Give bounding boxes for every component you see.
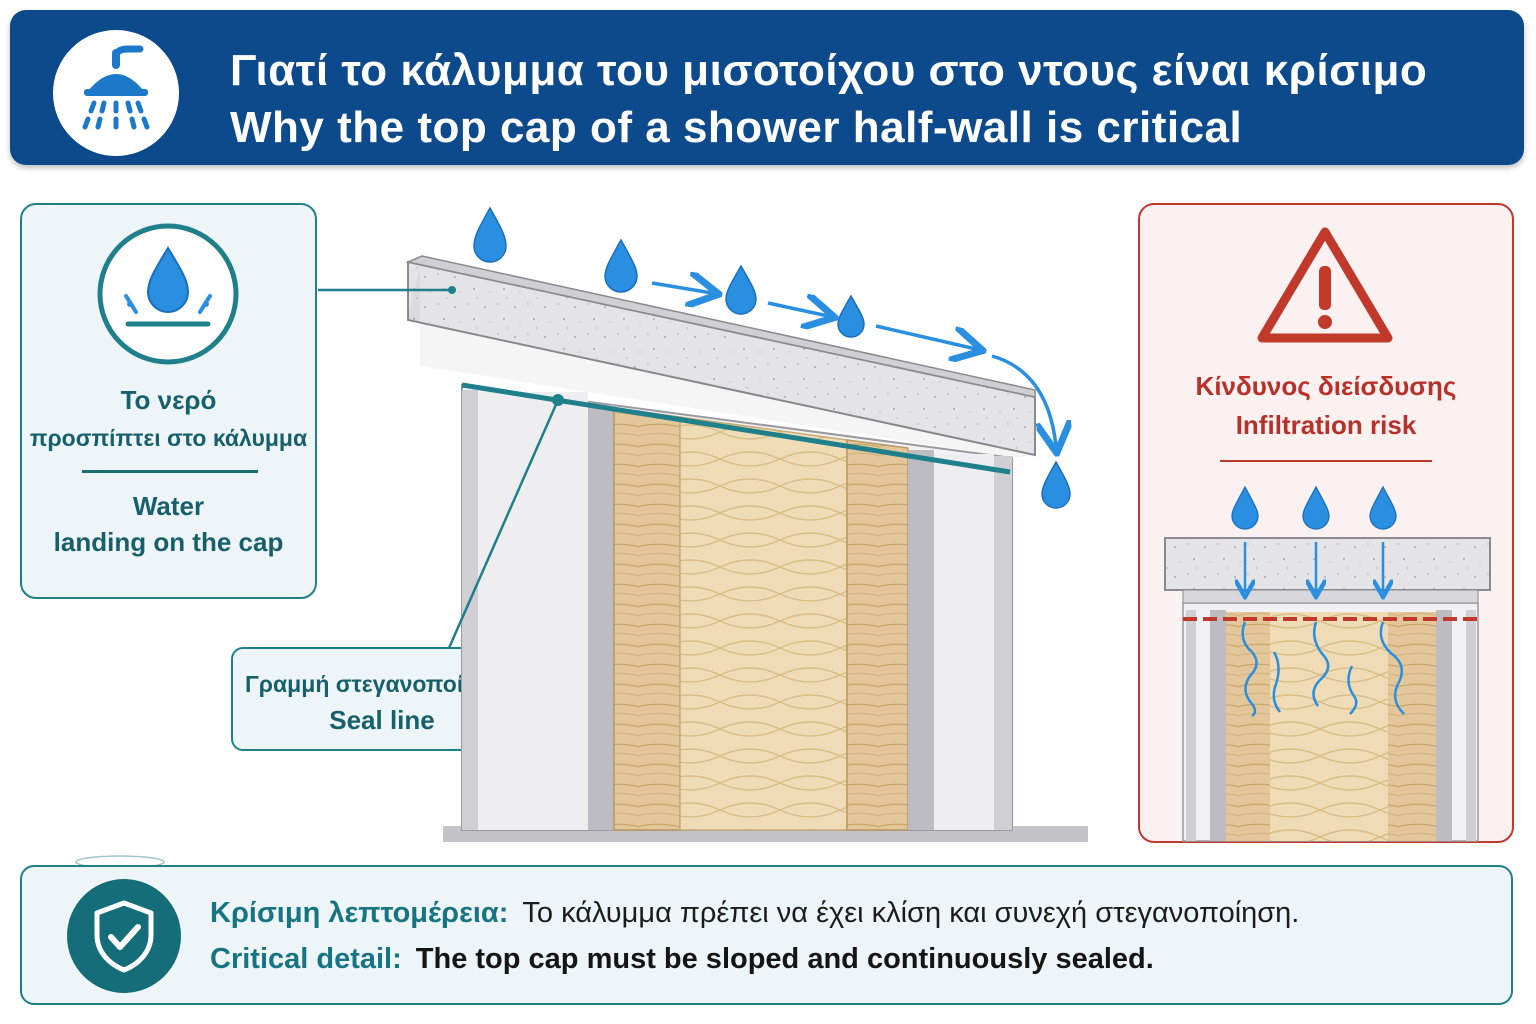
critical-detail-footer: Κρίσιμη λεπτομέρεια: Το κάλυμμα πρέπει να… [20,865,1513,1005]
infiltration-risk-text-en: Infiltration risk [1235,410,1417,440]
runoff-arrow [875,324,976,349]
insulation [679,416,848,831]
top-cap [405,255,1036,458]
water-drops [473,206,1071,509]
board-left [588,405,614,830]
runoff-arrow [767,303,828,316]
seal-callout-line [447,399,560,649]
water-drop-icon [837,294,865,338]
wall-body [461,383,1013,831]
mini-stud-right [1388,612,1436,841]
shower-head-icon [45,22,187,164]
header-banner: Γιατί το κάλυμμα του μισοτοίχου στο ντου… [10,10,1524,165]
water-drop-icon [473,206,507,263]
risk-divider [1220,460,1432,462]
seal-line-text-en: Seal line [329,705,435,735]
infiltration-mini-section [1164,485,1491,842]
seal-callout-dot [552,394,564,406]
seepage-trail [1272,651,1281,713]
critical-detail-label-en: Critical detail: [210,943,402,975]
seepage-trail [1241,621,1258,718]
stud-left [613,407,681,831]
water-drop-icon [1369,485,1397,530]
water-drop-splash-icon [97,223,239,365]
water-landing-text-en-1: Water [132,491,205,521]
cement-board-left [462,390,478,830]
stud-right [846,439,909,831]
warning-triangle-icon [1257,227,1393,343]
board-right [908,450,934,830]
runoff-arrows [651,283,1056,446]
critical-detail-text-gr: Το κάλυμμα πρέπει να έχει κλίση και συνε… [522,897,1300,929]
water-drop-icon [725,264,757,315]
page-title-greek: Γιατί το κάλυμμα του μισοτοίχου στο ντου… [230,46,1428,95]
water-landing-text-gr-2: προσπίπτει στο κάλυμμα [29,425,308,451]
critical-detail-label-gr: Κρίσιμη λεπτομέρεια: [210,897,509,929]
water-drop-icon [604,238,638,293]
water-callout-dot [448,286,456,294]
mini-stud-left [1226,612,1270,841]
critical-detail-greek: Κρίσιμη λεπτομέρεια: Το κάλυμμα πρέπει να… [210,897,1299,930]
water-landing-panel: Το νερό προσπίπτει στο κάλυμμα Water lan… [20,203,317,599]
runoff-arrow [991,354,1056,446]
water-drop-icon [1302,485,1330,530]
seepage-trail [1379,621,1405,715]
water-landing-text-gr-1: Το νερό [120,385,217,415]
mini-top-cap [1164,537,1491,591]
panel-divider [82,470,258,473]
shield-check-icon [67,879,181,993]
tile-layer-left [478,392,588,830]
seepage-trail [1312,621,1330,707]
mini-insulation [1270,612,1388,841]
tile-layer-right [934,454,994,830]
critical-detail-english: Critical detail: The top cap must be slop… [210,943,1154,976]
seepage-trail [1347,665,1358,715]
cement-board-right [994,456,1012,830]
water-landing-text-en-2: landing on the cap [53,527,284,557]
water-drop-icon [1041,460,1071,509]
runoff-arrow [651,283,712,293]
water-drop-icon [1231,485,1259,530]
critical-detail-text-en: The top cap must be sloped and continuou… [415,943,1154,975]
page-title-english: Why the top cap of a shower half-wall is… [230,103,1243,152]
infiltration-risk-text-gr: Κίνδυνος διείσδυσης [1195,371,1457,401]
